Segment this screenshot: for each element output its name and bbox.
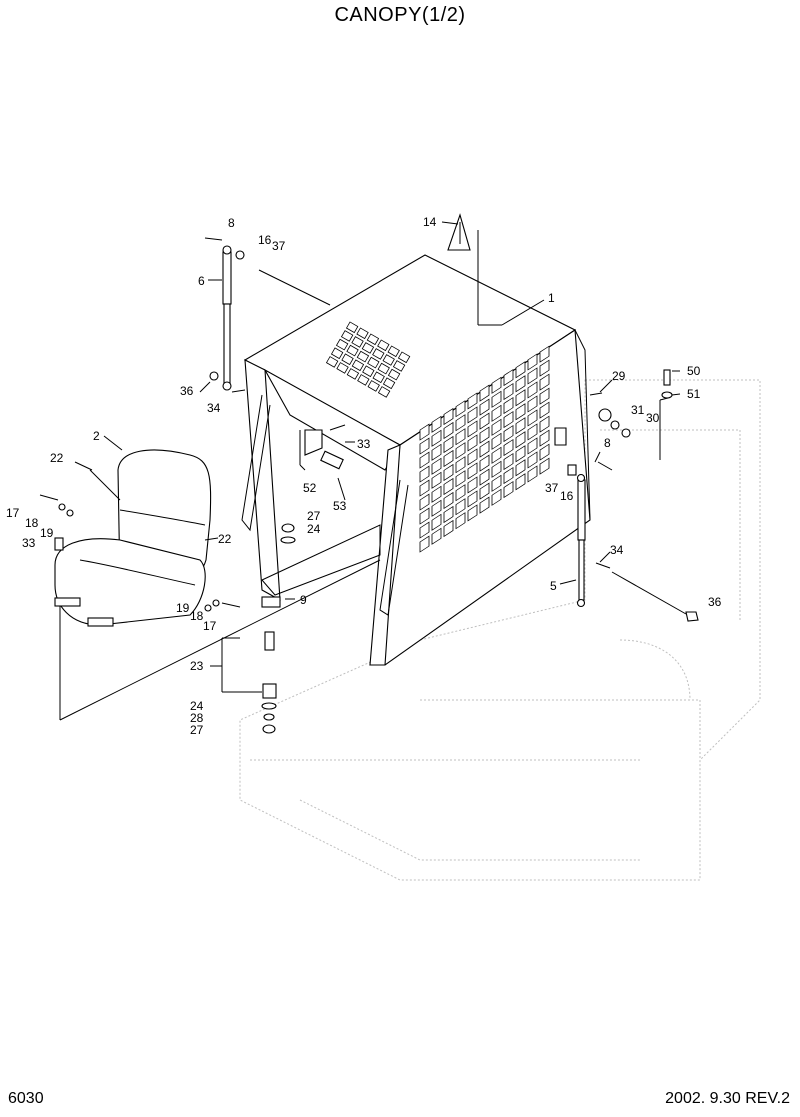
callout-18-bottom: 18 <box>190 609 204 623</box>
hardware-parts <box>39 237 699 734</box>
callout-14: 14 <box>423 215 437 229</box>
callout-27-bottom: 27 <box>190 723 204 737</box>
callout-22-right: 22 <box>218 532 232 546</box>
callout-50: 50 <box>687 364 701 378</box>
callout-19-left: 19 <box>40 526 54 540</box>
callout-8-right: 8 <box>604 436 611 450</box>
callout-24-mid: 24 <box>307 522 321 536</box>
callout-22-left: 22 <box>50 451 64 465</box>
callout-23: 23 <box>190 659 204 673</box>
callout-16-top: 16 <box>258 233 272 247</box>
callout-34-right: 34 <box>610 543 624 557</box>
callout-51: 51 <box>687 387 701 401</box>
page-title: CANOPY(1/2) <box>334 4 466 26</box>
callout-53: 53 <box>333 499 347 513</box>
callout-24-bottom: 24 <box>190 699 204 713</box>
warning-sign-part <box>447 213 471 251</box>
callout-28: 28 <box>190 711 204 725</box>
callout-5: 5 <box>550 579 557 593</box>
callout-6: 6 <box>198 274 205 288</box>
callout-37-right: 37 <box>545 481 559 495</box>
callout-19-bottom: 19 <box>176 601 190 615</box>
callout-1: 1 <box>548 291 555 305</box>
callout-34-left: 34 <box>207 401 221 415</box>
machine-ghost-outline <box>239 379 761 881</box>
callout-labels: 1 2 5 6 8 8 9 14 16 16 17 17 18 18 19 19… <box>6 215 722 737</box>
callout-18-left: 18 <box>25 516 39 530</box>
page-number: 6030 <box>8 1090 44 1107</box>
leader-lines <box>74 221 687 693</box>
callout-29: 29 <box>612 369 626 383</box>
callout-36-right: 36 <box>708 595 722 609</box>
callout-8-top: 8 <box>228 216 235 230</box>
callout-30: 30 <box>646 411 660 425</box>
roof-vent-grid <box>325 321 411 398</box>
callout-16-right: 16 <box>560 489 574 503</box>
side-mesh-grid <box>419 345 550 553</box>
callout-52: 52 <box>303 481 317 495</box>
gas-spring-left <box>222 245 232 391</box>
gas-spring-right <box>576 473 586 608</box>
callout-17-bottom: 17 <box>203 619 217 633</box>
callout-17-left: 17 <box>6 506 20 520</box>
revision-date: 2002. 9.30 REV.2 <box>665 1090 790 1107</box>
callout-37-top: 37 <box>272 239 286 253</box>
callout-27-mid: 27 <box>307 509 321 523</box>
canopy-frame <box>241 254 591 666</box>
callout-9: 9 <box>300 593 307 607</box>
callout-33-left: 33 <box>22 536 36 550</box>
seat-assembly <box>54 449 381 721</box>
callout-31: 31 <box>631 403 645 417</box>
callout-36-left: 36 <box>180 384 194 398</box>
callout-33-mid: 33 <box>357 437 371 451</box>
callout-2: 2 <box>93 429 100 443</box>
